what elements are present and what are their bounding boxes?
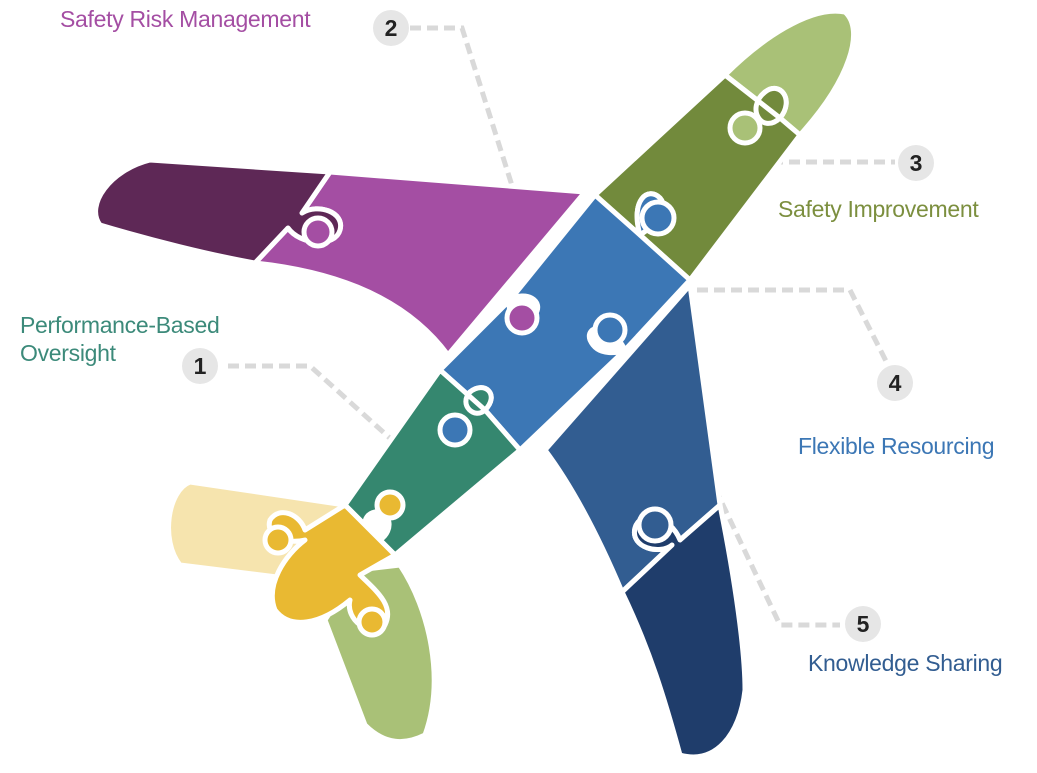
badge-1: 1	[182, 348, 218, 384]
puzzle-knob-tail-3	[356, 606, 388, 638]
puzzle-knob-tail-2	[374, 489, 406, 521]
label-safety-risk-management: Safety Risk Management	[60, 6, 311, 32]
leader-line-1	[228, 363, 394, 442]
wingtip-left-plum	[93, 157, 344, 266]
puzzle-knob-teal	[437, 412, 473, 448]
puzzle-knob-magenta	[504, 300, 540, 336]
puzzle-knob-olive	[639, 199, 677, 237]
label-performance-based-oversight: Performance-Based Oversight	[20, 312, 220, 366]
badge-2: 2	[373, 10, 409, 46]
badge-5: 5	[845, 606, 881, 642]
label-flexible-resourcing: Flexible Resourcing	[798, 433, 995, 459]
leader-line-5	[690, 440, 840, 628]
puzzle-knob-leftwing	[301, 215, 335, 249]
leader-line-4	[680, 287, 891, 367]
label-safety-improvement: Safety Improvement	[778, 196, 979, 222]
badge-3: 3	[898, 145, 934, 181]
puzzle-knob-tail-1	[262, 524, 294, 556]
puzzle-knob-nose	[727, 110, 763, 146]
puzzle-knob-rightwing	[636, 506, 674, 544]
leader-line-2	[410, 25, 518, 196]
label-knowledge-sharing: Knowledge Sharing	[808, 650, 1003, 676]
badge-4: 4	[877, 365, 913, 401]
puzzle-knob-center	[592, 312, 628, 348]
wingtip-right-navy	[619, 502, 748, 760]
